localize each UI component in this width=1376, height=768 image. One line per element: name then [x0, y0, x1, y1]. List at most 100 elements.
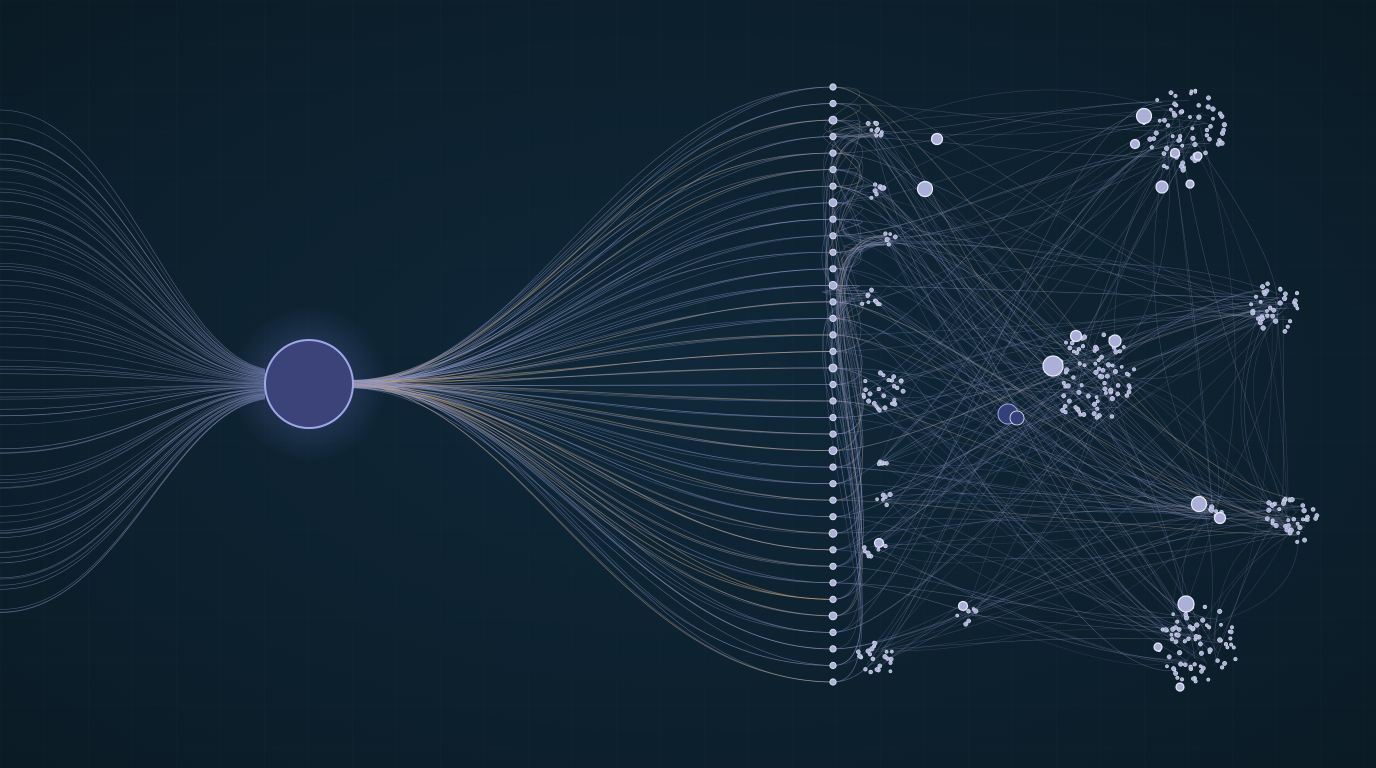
mesh-line [832, 218, 1211, 520]
hub-cluster-node [1180, 143, 1185, 148]
fan-out-line [352, 382, 834, 683]
hub-cluster-node [1229, 625, 1235, 630]
hub-cluster-node [1266, 500, 1272, 506]
hub-link-line [883, 461, 1217, 508]
mesh-line [832, 417, 1302, 521]
fan-out-line [352, 381, 834, 468]
gate-node [829, 99, 837, 108]
hub-link-line [881, 371, 1087, 464]
mid-cluster-node [881, 393, 887, 399]
hub-link-line [867, 512, 1206, 654]
gate-node [828, 528, 838, 538]
mesh-line [822, 299, 866, 567]
source-node[interactable] [231, 306, 387, 462]
hub-cluster-node [1219, 622, 1223, 627]
input-line [0, 388, 266, 449]
hub-cluster-node [1173, 639, 1179, 644]
hub-cluster-node [1199, 669, 1204, 674]
hub-node [1169, 147, 1181, 159]
hub-link-line [872, 132, 1214, 505]
hub-link-line [1102, 369, 1282, 519]
hub-cluster-node [1099, 374, 1105, 379]
mesh-line [832, 483, 1208, 514]
hub-link-line [883, 242, 1108, 376]
mesh-line [832, 268, 1305, 527]
hub-link-line [874, 118, 1175, 135]
hub-link-line [866, 132, 1197, 666]
hub-cluster-node [1162, 118, 1167, 123]
hub-cluster-node [1077, 361, 1082, 366]
fan-out-line [352, 235, 834, 382]
hub-link-line [1074, 301, 1289, 380]
hub-cluster-node [1161, 163, 1167, 169]
hub-cluster-node [1268, 305, 1273, 310]
hub-link-line [880, 314, 1280, 395]
gate-node [829, 133, 837, 141]
hub-cluster-node [1193, 90, 1198, 94]
input-line [0, 216, 266, 375]
hub-link-line [1213, 526, 1301, 661]
fan-out-line [352, 380, 834, 617]
hub-link-line [1076, 130, 1180, 396]
hub-cluster-node [1094, 415, 1100, 420]
mesh-line [832, 516, 1288, 527]
mid-cluster-node [861, 392, 866, 397]
hub-cluster-node [1115, 383, 1121, 388]
mesh-line [825, 136, 870, 600]
mesh-line [832, 303, 1294, 352]
gate-node [829, 645, 837, 653]
hub-cluster-node [1219, 665, 1225, 670]
hub-link-line [1076, 383, 1204, 651]
hub-link-line [886, 131, 1169, 242]
hub-cluster-node [1301, 507, 1307, 514]
input-line [0, 392, 266, 523]
hub-cluster-node [1221, 127, 1226, 133]
hub-cluster-node [1166, 654, 1172, 660]
mesh-line [832, 218, 887, 236]
hub-cluster-node [1193, 679, 1198, 684]
mesh-line [832, 582, 1175, 618]
hub-link-line [884, 495, 1198, 629]
hub-link-line [885, 118, 1194, 498]
mesh-line [832, 144, 1176, 551]
mesh-line [821, 285, 866, 294]
mid-cluster-node [876, 461, 882, 467]
input-line [0, 298, 266, 381]
mesh-line [832, 152, 890, 243]
hub-cluster-node [1258, 299, 1263, 304]
mesh-line [832, 290, 1271, 518]
hub-link-line [962, 305, 1282, 619]
hub-cluster-node [1182, 662, 1188, 668]
gate-node [828, 280, 838, 290]
hub-cluster-node [1112, 368, 1119, 375]
mesh-line [822, 285, 867, 294]
hub-cluster-node [1215, 658, 1220, 663]
mesh-line [832, 136, 1176, 158]
hub-link-line [878, 461, 1217, 513]
hub-cluster-node [1190, 626, 1196, 631]
hub-cluster-node [1175, 675, 1180, 680]
hub-cluster-node [1207, 650, 1212, 655]
hub-cluster-node [1093, 369, 1099, 376]
mesh-line [832, 100, 1189, 137]
source-node-core[interactable] [264, 339, 354, 429]
gate-node [829, 347, 837, 355]
mid-cluster-node [882, 405, 888, 411]
input-line [0, 284, 266, 380]
mesh-line [832, 123, 1209, 484]
fan-out-line [352, 384, 834, 501]
mesh-line [832, 499, 1298, 535]
hub-link-line [877, 89, 1182, 130]
hub-link-line [873, 399, 1186, 660]
mesh-line [832, 244, 885, 468]
mid-cluster-node [876, 386, 881, 392]
mesh-line [832, 102, 1162, 154]
mesh-line [832, 169, 1214, 514]
mid-cluster-node [884, 649, 889, 654]
gate-node [829, 496, 837, 504]
hub-cluster-node [1217, 637, 1223, 643]
mesh-line [832, 136, 1277, 519]
gate-node [828, 363, 838, 373]
gate-node [829, 579, 837, 587]
fan-out-line [352, 169, 834, 383]
